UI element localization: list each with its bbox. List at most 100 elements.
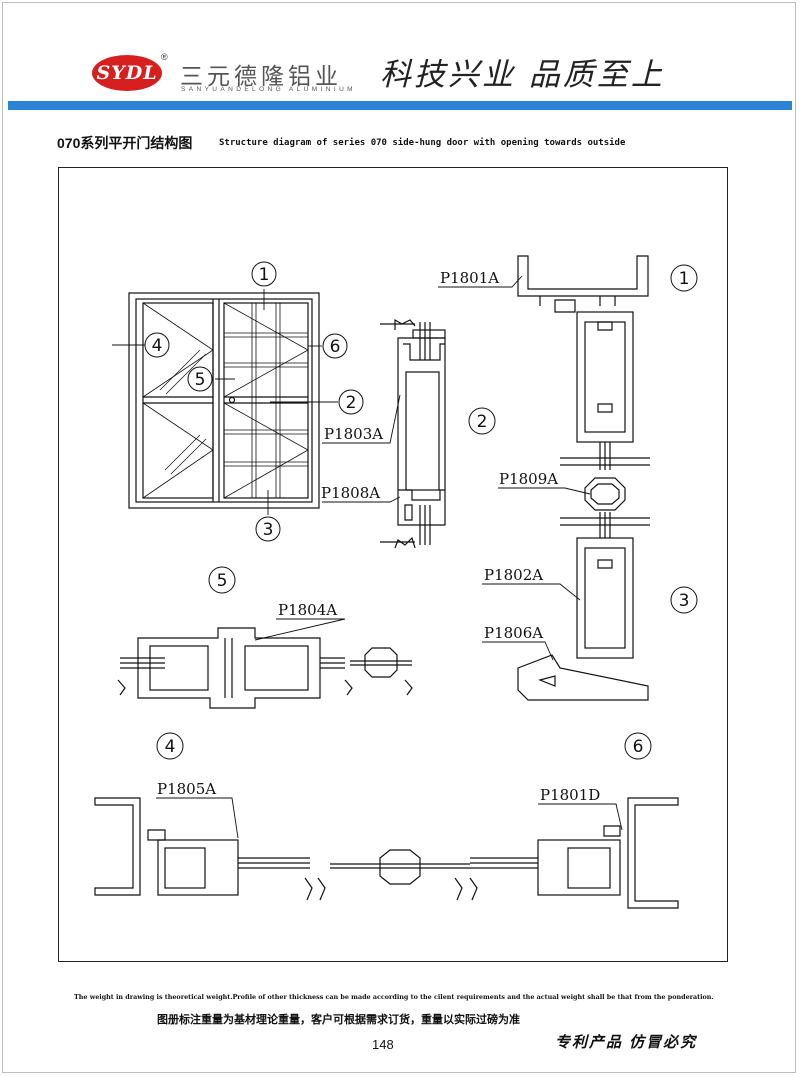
slogan: 科技兴业 品质至上	[380, 57, 665, 93]
door-outer-frame	[128, 292, 320, 509]
label-p1806a: P1806A	[484, 624, 543, 642]
callout-numbers: 1 4 6 5 2 3 1 2 3 5 4 6	[152, 265, 690, 757]
break-mark	[394, 536, 416, 549]
callout-2: 2	[346, 393, 357, 413]
label-p1801d: P1801D	[540, 786, 600, 804]
p1809a-inner	[590, 483, 620, 505]
door-inner-frame	[135, 298, 313, 503]
glass-mark	[170, 438, 207, 475]
glass-mark	[164, 434, 201, 471]
frame-top-lugs	[539, 296, 616, 306]
p1804a-chamber-right	[244, 645, 309, 691]
leader-p1801a	[438, 275, 523, 288]
break-mark	[469, 877, 478, 901]
callout-6: 6	[330, 337, 341, 357]
sash-lugs	[597, 559, 613, 569]
callout-circle-4-section	[156, 732, 184, 760]
frame-clip	[603, 825, 621, 837]
glass-mark	[159, 349, 201, 391]
profile-hook	[404, 504, 413, 521]
profile-chamber-bottom	[398, 489, 445, 501]
label-p1801a: P1801A	[440, 269, 499, 287]
callout-1-section: 1	[679, 269, 690, 289]
company-logo: SYDL	[92, 55, 162, 91]
callout-circle-1	[251, 261, 277, 287]
decorative-grid	[224, 303, 308, 498]
door-elevation	[128, 292, 320, 509]
callout-circles	[144, 261, 698, 760]
callout-3: 3	[263, 520, 274, 540]
break-mark	[404, 679, 413, 696]
callout-circle-6	[322, 333, 348, 359]
leader-p1806a	[482, 641, 554, 661]
leader-p1809a	[498, 487, 591, 495]
glazing-joint	[364, 647, 398, 678]
callout-4-section: 4	[165, 737, 176, 757]
callout-6-section: 6	[633, 737, 644, 757]
part-labels: P1801A P1803A P1808A P1809A P1802A P1806…	[157, 269, 600, 804]
frame-clip	[554, 299, 576, 313]
frame-side-profile	[94, 797, 141, 896]
left-leaf	[142, 302, 214, 499]
glass-mark	[165, 353, 207, 395]
break-mark	[394, 318, 416, 330]
header-bar	[8, 101, 792, 110]
callout-circle-3	[255, 516, 281, 542]
footer-note-cn: 图册标注重量为基材理论重量，客户可根据需求订货，重量以实际过磅为准	[157, 1014, 520, 1026]
callout-circle-5	[187, 366, 213, 392]
p1804a-chamber-left	[149, 645, 209, 691]
label-p1809a: P1809A	[499, 470, 558, 488]
break-mark	[304, 877, 313, 901]
patent-notice: 专利产品 仿冒必究	[555, 1034, 698, 1051]
registered-mark: ®	[161, 52, 168, 62]
p1805a-chamber	[164, 847, 206, 889]
callout-4: 4	[152, 336, 163, 356]
profile-body	[397, 337, 446, 526]
frame-side-profile	[627, 797, 679, 909]
page-number: 148	[372, 1037, 394, 1052]
callout-circle-2-section	[468, 407, 496, 435]
leader-p1802a	[482, 583, 581, 601]
callout-5: 5	[195, 370, 206, 390]
opening-indicator	[142, 402, 214, 499]
p1801d-chamber	[567, 847, 611, 889]
section-2-profiles	[380, 318, 446, 549]
callout-circle-1-section	[670, 264, 698, 292]
section-6-profile	[469, 797, 679, 909]
label-p1808a: P1808A	[321, 484, 380, 502]
callout-5-section: 5	[217, 571, 228, 591]
sash-lugs	[597, 321, 613, 413]
section-5-profile	[117, 627, 413, 709]
label-p1803a: P1803A	[324, 425, 383, 443]
label-p1802a: P1802A	[484, 566, 543, 584]
callout-circle-2	[338, 389, 364, 415]
diagram-frame	[58, 167, 728, 962]
p1801d-sash-profile	[537, 839, 621, 896]
sash-chamber-top	[584, 321, 626, 433]
right-leaf	[223, 302, 309, 499]
callout-circle-4	[144, 332, 170, 358]
break-mark	[117, 679, 126, 696]
sash-chamber-bottom	[584, 547, 626, 649]
label-p1804a: P1804A	[278, 601, 337, 619]
break-mark	[344, 679, 353, 696]
section-4-profile	[94, 797, 313, 901]
callout-1: 1	[259, 265, 270, 285]
page-title-en: Structure diagram of series 070 side-hun…	[219, 138, 626, 148]
handle-icon	[228, 396, 236, 404]
leader-p1804a	[254, 618, 346, 641]
p1806a-drip	[538, 675, 556, 687]
profile-main-chamber	[405, 371, 440, 491]
p1806a-sill-profile	[517, 654, 649, 701]
p1804a-profile	[137, 627, 321, 709]
label-p1805a: P1805A	[157, 780, 216, 798]
callout-circle-6-section	[624, 732, 652, 760]
leader-p1801d	[538, 803, 623, 831]
callout-3-section: 3	[679, 591, 690, 611]
company-name-en: SANYUANDELONG ALUMINIUM	[181, 86, 356, 93]
opening-indicator	[223, 302, 309, 398]
elevation-leaders	[112, 289, 338, 515]
opening-indicator	[142, 302, 214, 398]
